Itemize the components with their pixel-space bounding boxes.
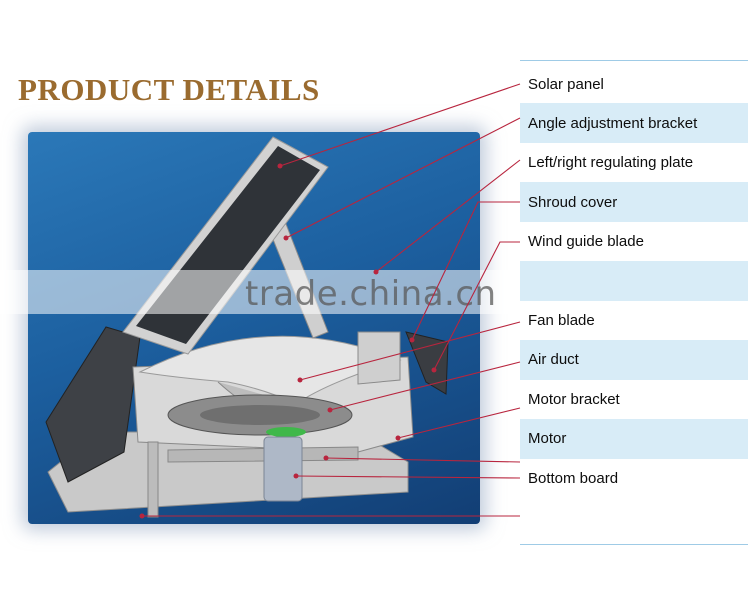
leader-dot <box>395 435 401 441</box>
motor-shape <box>263 436 303 502</box>
leader-dot <box>293 473 299 479</box>
left-guide-panel-shape <box>45 326 141 483</box>
part-label-row: Wind guide blade <box>520 222 748 262</box>
leader-line <box>325 457 521 463</box>
leader-dot <box>283 235 289 241</box>
leader-line <box>299 321 521 381</box>
part-label: Fan blade <box>528 311 595 329</box>
leader-dot <box>297 377 303 383</box>
part-label: Wind guide blade <box>528 233 644 251</box>
part-label: Left/right regulating plate <box>528 154 694 172</box>
part-label-row: Air duct <box>520 339 748 380</box>
part-label: Motor bracket <box>528 390 620 408</box>
leader-line <box>285 117 521 239</box>
legend-rule <box>520 544 748 545</box>
leader-dot <box>409 337 415 343</box>
leader-dot <box>323 455 329 461</box>
regulating-plate-shape <box>357 331 401 385</box>
part-label: Bottom board <box>528 469 619 487</box>
leader-line <box>375 159 521 273</box>
leader-dot <box>139 513 145 519</box>
leader-line <box>279 83 521 167</box>
part-label-row: Solar panel <box>520 64 748 104</box>
leader-line <box>433 241 520 371</box>
leader-dot <box>277 163 283 169</box>
part-label-row <box>520 261 748 301</box>
part-label-row: Bottom board <box>520 458 748 498</box>
legend-rule <box>520 60 748 61</box>
page-title: PRODUCT DETAILS <box>18 72 320 107</box>
part-label-row: Angle adjustment bracket <box>520 103 748 144</box>
leader-dot <box>373 269 379 275</box>
leader-dot <box>431 367 437 373</box>
part-label-row: Left/right regulating plate <box>520 143 748 183</box>
leader-line <box>329 361 521 411</box>
part-label-row: Fan blade <box>520 300 748 340</box>
part-label: Solar panel <box>528 75 604 93</box>
leader-line <box>411 201 520 341</box>
part-label-row: Motor <box>520 418 748 459</box>
leader-line <box>295 475 521 479</box>
leader-line <box>397 407 521 439</box>
part-label-row: Motor bracket <box>520 379 748 419</box>
part-label-row: Shroud cover <box>520 182 748 223</box>
part-label: Air duct <box>528 351 579 369</box>
shroud-cone-shape <box>138 335 402 405</box>
leader-dot <box>327 407 333 413</box>
part-label: Angle adjustment bracket <box>528 114 698 132</box>
right-guide-panel-shape <box>405 331 449 395</box>
part-label: Motor <box>528 430 567 448</box>
part-label: Shroud cover <box>528 193 618 211</box>
watermark-text: trade.china.cn <box>245 274 497 314</box>
